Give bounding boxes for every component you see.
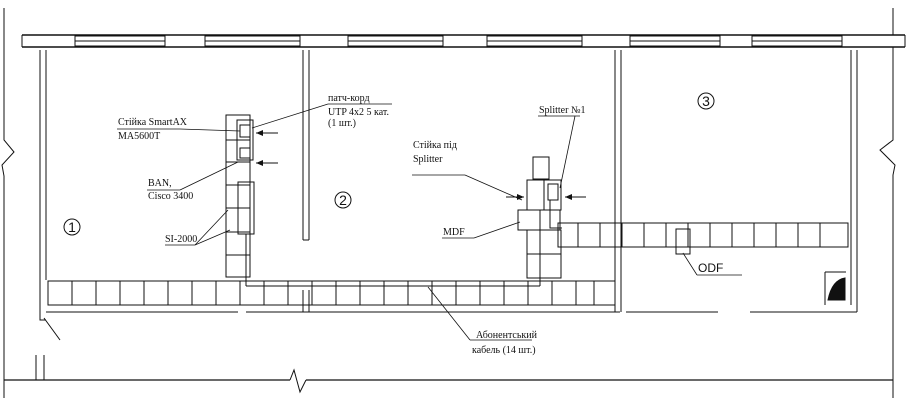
bottom-wall <box>4 311 893 394</box>
label-rack-smartax: Стійка SmartAX <box>118 117 188 128</box>
label-ban-1: BAN, <box>148 178 172 189</box>
label-ban-2: Cisco 3400 <box>148 191 193 202</box>
label-splitter-no1: Splitter №1 <box>539 105 585 116</box>
room-number-3: 3 <box>702 93 710 109</box>
label-mdf: MDF <box>443 227 465 238</box>
label-odf: ODF <box>698 261 723 275</box>
top-wall <box>21 8 906 48</box>
partition-walls <box>302 50 622 312</box>
room-circle-1 <box>63 218 81 236</box>
odf-box <box>675 228 691 255</box>
cable-tray-right <box>557 222 849 248</box>
label-si2000: SI-2000 <box>165 234 197 245</box>
label-splitter-rack-2: Splitter <box>413 154 443 165</box>
left-wall <box>1 8 47 398</box>
room-circle-3 <box>697 92 715 110</box>
leader-lines <box>117 103 742 341</box>
label-patch-cord-1: патч-корд <box>328 93 370 104</box>
label-rack-smartax-model: MA5600T <box>118 131 160 142</box>
room-number-2: 2 <box>339 192 347 208</box>
label-splitter-rack-1: Стійка під <box>413 140 457 151</box>
right-wall <box>824 47 896 398</box>
splitter-mdf-column <box>517 156 562 286</box>
room-number-1: 1 <box>68 219 76 235</box>
rack-column-room1 <box>225 114 540 287</box>
label-subscriber-cable-2: кабель (14 шт.) <box>472 345 536 356</box>
label-patch-cord-2: UTP 4x2 5 кат. <box>328 107 389 118</box>
room-circle-2 <box>334 191 352 209</box>
label-patch-cord-3: (1 шт.) <box>328 118 356 129</box>
label-subscriber-cable-1: Абонентський <box>476 330 538 341</box>
cable-tray-bottom <box>47 280 616 306</box>
